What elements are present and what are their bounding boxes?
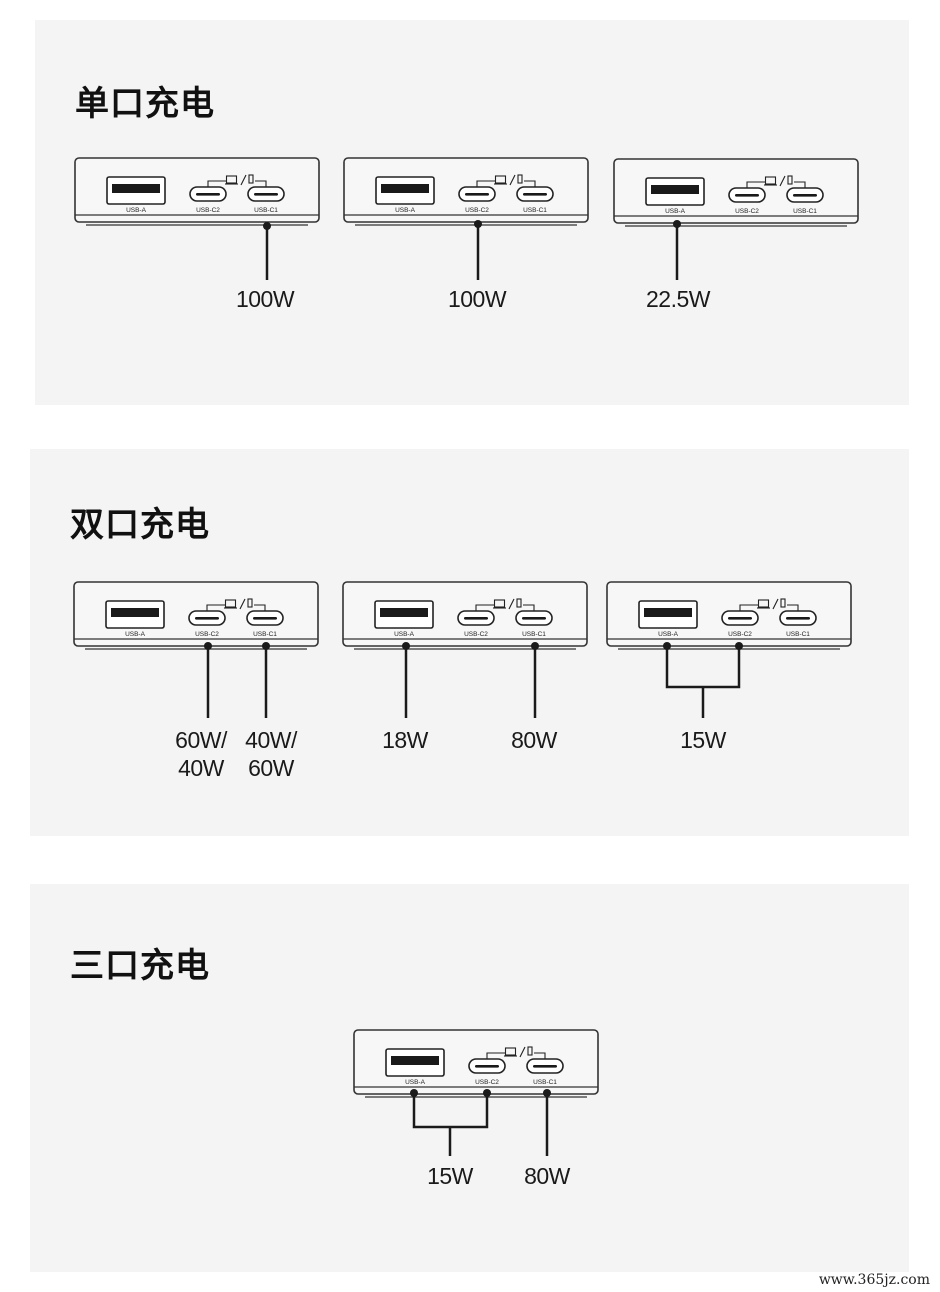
power-bank-diagram: USB-A USB-C2 USB-C1 <box>73 581 319 650</box>
output-label: 60W/ <box>175 727 227 753</box>
laptop-phone-icon <box>207 174 267 187</box>
power-bank-diagram: USB-A USB-C2 USB-C1 <box>613 158 859 227</box>
usb-a-port: USB-A <box>105 600 165 638</box>
output-label: 22.5W <box>646 286 710 312</box>
output-label: 40W/ <box>245 727 297 753</box>
port-label: USB-C2 <box>465 207 489 214</box>
section-title: 双口充电 <box>70 505 210 545</box>
port-label: USB-A <box>658 631 679 638</box>
port-label: USB-C1 <box>254 207 278 214</box>
power-bank-diagram: USB-A USB-C2 USB-C1 <box>342 581 588 650</box>
power-bank-device: USB-A USB-C2 USB-C1 <box>73 581 319 655</box>
section-title: 单口充电 <box>75 84 215 124</box>
port-label: USB-C2 <box>464 631 488 638</box>
output-label: 15W <box>680 727 726 753</box>
usb-a-port: USB-A <box>106 176 166 214</box>
port-label: USB-C1 <box>533 1079 557 1086</box>
port-label: USB-C1 <box>786 631 810 638</box>
power-bank-diagram: USB-A USB-C2 USB-C1 <box>606 581 852 650</box>
laptop-phone-icon <box>739 598 799 611</box>
power-bank-device: USB-A USB-C2 USB-C1 <box>343 157 589 231</box>
output-label: 18W <box>382 727 428 753</box>
watermark: www.365jz.com <box>818 1272 930 1288</box>
power-bank-device: USB-A USB-C2 USB-C1 <box>353 1029 599 1103</box>
output-label: 100W <box>447 286 507 312</box>
port-label: USB-A <box>125 631 146 638</box>
port-label: USB-A <box>394 631 415 638</box>
port-label: USB-C2 <box>728 631 752 638</box>
power-bank-device: USB-A USB-C2 USB-C1 <box>74 157 320 231</box>
usb-a-port: USB-A <box>638 600 698 638</box>
output-label: 60W <box>248 755 294 781</box>
power-bank-device: USB-A USB-C2 USB-C1 <box>613 158 859 232</box>
laptop-phone-icon <box>475 598 535 611</box>
port-label: USB-A <box>665 208 686 215</box>
power-bank-diagram: USB-A USB-C2 USB-C1 <box>343 157 589 226</box>
port-label: USB-C1 <box>253 631 277 638</box>
usb-c2-port: USB-C2 <box>458 186 496 214</box>
port-label: USB-A <box>126 207 147 214</box>
port-label: USB-C2 <box>475 1079 499 1086</box>
output-label: 15W <box>427 1163 473 1189</box>
output-label: 80W <box>524 1163 570 1189</box>
usb-c1-port: USB-C1 <box>515 610 553 638</box>
port-label: USB-A <box>395 207 416 214</box>
power-bank-diagram: USB-A USB-C2 USB-C1 <box>353 1029 599 1098</box>
usb-c1-port: USB-C1 <box>246 610 284 638</box>
usb-c1-port: USB-C1 <box>247 186 285 214</box>
laptop-phone-icon <box>486 1046 546 1059</box>
usb-c2-port: USB-C2 <box>457 610 495 638</box>
usb-c2-port: USB-C2 <box>189 186 227 214</box>
section-title: 三口充电 <box>70 946 210 986</box>
power-bank-device: USB-A USB-C2 USB-C1 <box>606 581 852 655</box>
port-label: USB-C2 <box>196 207 220 214</box>
laptop-phone-icon <box>476 174 536 187</box>
usb-a-port: USB-A <box>374 600 434 638</box>
port-label: USB-C2 <box>735 208 759 215</box>
usb-a-port: USB-A <box>645 177 705 215</box>
usb-a-port: USB-A <box>375 176 435 214</box>
output-label: 80W <box>511 727 557 753</box>
laptop-phone-icon <box>746 175 806 188</box>
power-bank-device: USB-A USB-C2 USB-C1 <box>342 581 588 655</box>
port-label: USB-C1 <box>522 631 546 638</box>
output-label: 100W <box>235 286 295 312</box>
port-label: USB-C2 <box>195 631 219 638</box>
usb-c2-port: USB-C2 <box>468 1058 506 1086</box>
output-label: 40W <box>178 755 224 781</box>
port-label: USB-C1 <box>523 207 547 214</box>
port-label: USB-C1 <box>793 208 817 215</box>
laptop-phone-icon <box>206 598 266 611</box>
usb-c2-port: USB-C2 <box>188 610 226 638</box>
port-label: USB-A <box>405 1079 426 1086</box>
usb-a-port: USB-A <box>385 1048 445 1086</box>
power-bank-diagram: USB-A USB-C2 USB-C1 <box>74 157 320 226</box>
